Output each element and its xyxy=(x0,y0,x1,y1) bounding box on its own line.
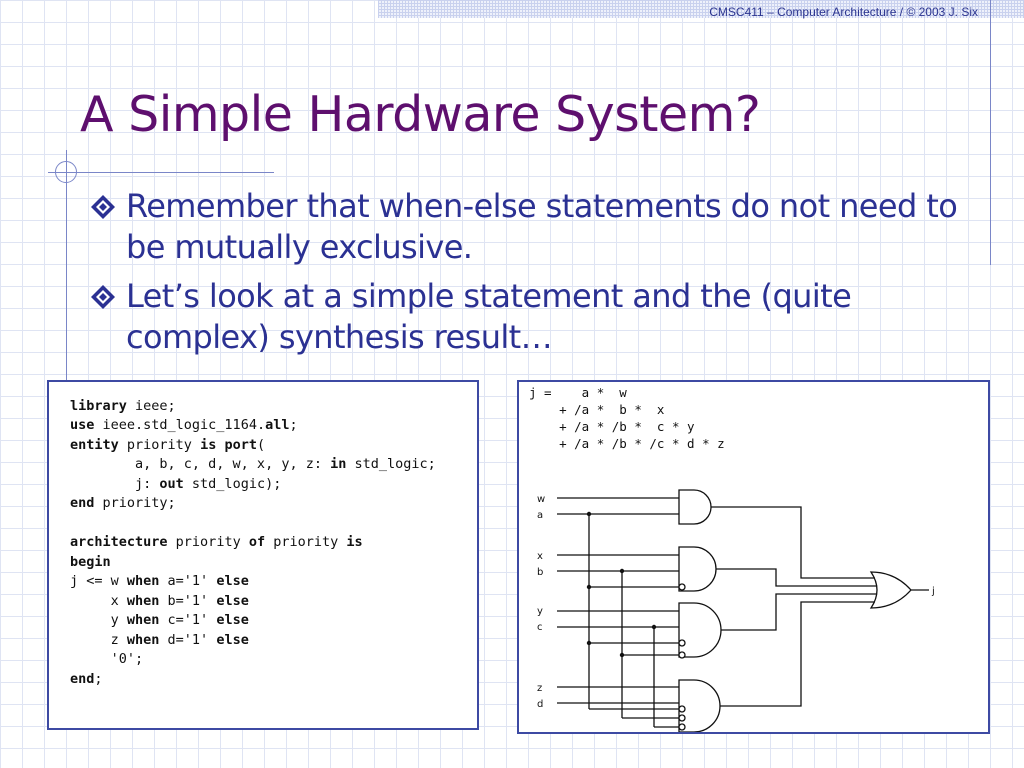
input-label-b: b xyxy=(537,567,543,578)
and-gate-1 xyxy=(678,489,712,525)
junction-dot xyxy=(619,652,625,658)
wire-g4-or xyxy=(720,601,875,707)
equation-line: + /a * /b * c * y xyxy=(529,419,695,434)
code-line: begin xyxy=(70,554,111,570)
input-label-c: c xyxy=(537,622,543,633)
junction-dot xyxy=(586,584,592,590)
code-line: j: out std_logic); xyxy=(70,476,282,492)
and-gate-3 xyxy=(678,602,722,658)
input-label-w: w xyxy=(537,494,545,505)
inverter-bubble xyxy=(678,723,686,731)
diamond-bullet-icon xyxy=(91,195,115,219)
decorative-line-left xyxy=(66,150,67,382)
slide-title: A Simple Hardware System? xyxy=(80,86,761,143)
inverter-bubble xyxy=(678,583,686,591)
inverter-bubble xyxy=(678,651,686,659)
junction-dot xyxy=(586,640,592,646)
input-label-y: y xyxy=(537,606,543,617)
code-line: end priority; xyxy=(70,495,176,511)
code-line: y when c='1' else xyxy=(70,612,249,628)
input-label-a: a xyxy=(537,510,543,521)
junction-dot xyxy=(651,624,657,630)
synthesis-result-panel: j = a * w + /a * b * x + /a * /b * c * y… xyxy=(517,380,990,734)
decorative-line-right xyxy=(990,0,991,265)
code-line: x when b='1' else xyxy=(70,593,249,609)
vhdl-code-panel: library ieee; use ieee.std_logic_1164.al… xyxy=(47,380,479,730)
equation-line: + /a * /b * /c * d * z xyxy=(529,436,725,451)
equation-line: j = a * w xyxy=(529,385,627,400)
input-label-z: z xyxy=(537,683,542,694)
junction-dot xyxy=(619,568,625,574)
bullet-list: Remember that when-else statements do no… xyxy=(88,186,968,366)
code-line: library ieee; xyxy=(70,398,176,414)
code-line: a, b, c, d, w, x, y, z: in std_logic; xyxy=(70,456,436,472)
logic-circuit-diagram: w a x b y c z d j xyxy=(537,489,935,732)
inverter-bubble xyxy=(678,714,686,722)
bullet-text: Let’s look at a simple statement and the… xyxy=(126,277,852,356)
header-text: CMSC411 – Computer Architecture / © 2003… xyxy=(709,5,978,19)
code-line: '0'; xyxy=(70,651,144,667)
bullet-text: Remember that when-else statements do no… xyxy=(126,187,958,266)
or-gate xyxy=(869,571,912,609)
code-line: z when d='1' else xyxy=(70,632,249,648)
input-label-d: d xyxy=(537,699,543,710)
code-line: use ieee.std_logic_1164.all; xyxy=(70,417,298,433)
inverter-bubble xyxy=(678,639,686,647)
decorative-ring-icon xyxy=(55,161,77,183)
wire-g3-or xyxy=(721,593,877,631)
decorative-line-title xyxy=(48,172,274,173)
equation-line: + /a * b * x xyxy=(529,402,665,417)
and-gate-4 xyxy=(678,679,721,732)
diamond-bullet-icon xyxy=(91,285,115,309)
wire-g2-or xyxy=(716,568,877,587)
code-line: entity priority is port( xyxy=(70,437,266,453)
and-gate-2 xyxy=(678,546,717,592)
wire-g1-or xyxy=(711,506,875,579)
code-line: j <= w when a='1' else xyxy=(70,573,249,589)
code-line: architecture priority of priority is xyxy=(70,534,363,550)
header-bar: CMSC411 – Computer Architecture / © 2003… xyxy=(378,0,1024,19)
inverter-bubble xyxy=(678,705,686,713)
output-label-j: j xyxy=(931,586,935,597)
bullet-item: Remember that when-else statements do no… xyxy=(88,186,968,268)
junction-dot xyxy=(586,511,592,517)
bullet-item: Let’s look at a simple statement and the… xyxy=(88,276,968,358)
code-line: end; xyxy=(70,671,103,687)
input-label-x: x xyxy=(537,551,543,562)
